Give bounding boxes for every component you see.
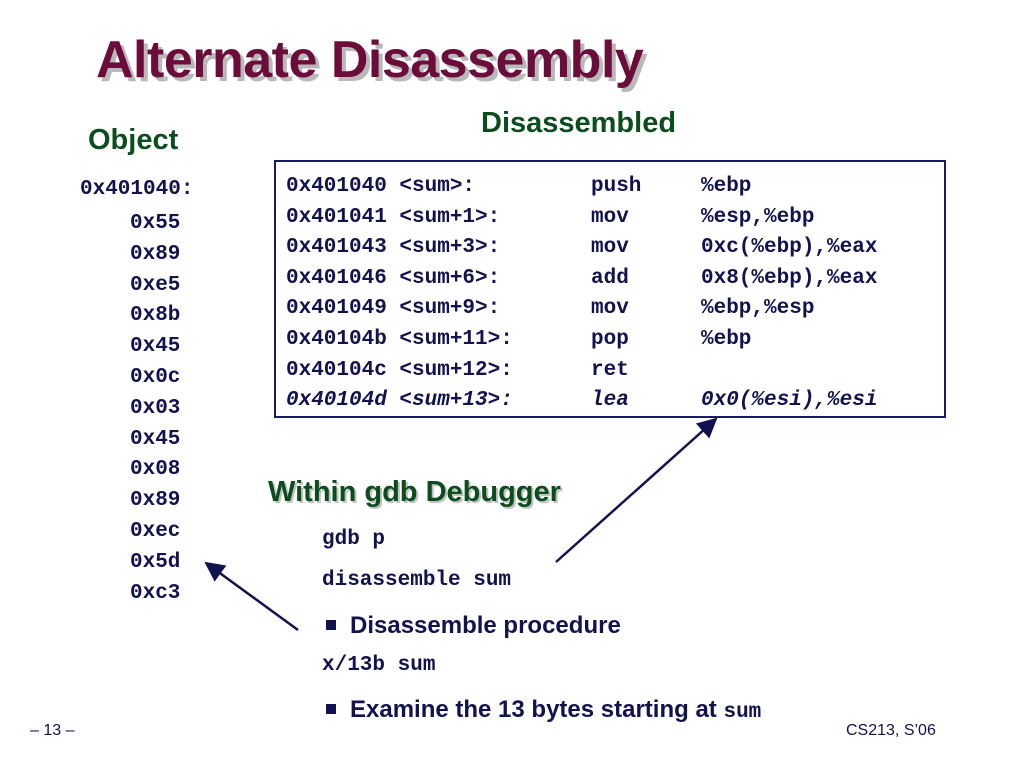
disassembly-opcode: add: [591, 266, 629, 290]
bullet-text: Examine the 13 bytes starting at: [350, 696, 724, 723]
bullet-text: Disassemble procedure: [350, 612, 621, 639]
disassembly-opcode: lea: [591, 389, 629, 413]
bullet-examine-bytes: Examine the 13 bytes starting at sum: [326, 696, 761, 724]
bullet-inline-code: sum: [723, 701, 762, 724]
disassembled-heading: Disassembled: [481, 107, 677, 139]
disassembly-operands: %ebp,%esp: [701, 297, 815, 321]
disassembly-opcode: ret: [591, 358, 629, 382]
object-byte: 0xe5: [130, 273, 181, 297]
object-byte: 0xc3: [130, 581, 181, 605]
object-byte: 0x55: [130, 212, 181, 235]
disassembly-operands: %ebp: [701, 328, 752, 351]
disassembly-address: 0x40104d <sum+13>:: [286, 389, 513, 413]
bullet-square-icon: [326, 703, 336, 714]
disassembly-address: 0x401049 <sum+9>:: [286, 297, 501, 321]
object-byte: 0x45: [130, 427, 181, 451]
object-byte: 0x03: [130, 396, 181, 420]
disassembly-opcode: push: [591, 175, 642, 198]
disassembly-address: 0x401046 <sum+6>:: [286, 266, 501, 290]
object-byte: 0x8b: [130, 304, 181, 328]
page-number: – 13 –: [30, 722, 75, 739]
disassembly-opcode: pop: [591, 328, 629, 351]
disassembly-address: 0x40104c <sum+12>:: [286, 358, 513, 382]
object-byte: 0x0c: [130, 365, 181, 389]
disassembly-operands: %esp,%ebp: [701, 205, 815, 229]
gdb-command-2: disassemble sum: [322, 569, 512, 592]
bullet-disassemble-procedure: Disassemble procedure: [326, 612, 621, 640]
object-byte: 0x08: [130, 458, 181, 482]
slide-title: Alternate Disassembly: [96, 31, 644, 89]
object-heading: Object: [88, 124, 179, 156]
disassembly-operands: 0xc(%ebp),%eax: [701, 236, 878, 260]
object-byte-list: 0x55 0x89 0xe5 0x8b 0x45 0x0c 0x03 0x45 0x08 0x89…: [130, 209, 180, 609]
disassembly-address: 0x401043 <sum+3>:: [286, 236, 501, 260]
gdb-heading: Within gdb Debugger: [268, 476, 561, 508]
disassembly-operands: 0x0(%esi),%esi: [701, 389, 878, 413]
object-byte: 0x89: [130, 242, 181, 266]
disassembly-address: 0x401040 <sum>:: [286, 175, 476, 198]
course-label: CS213, S’06: [846, 722, 936, 739]
disassembly-address: 0x40104b <sum+11>:: [286, 328, 513, 351]
gdb-command-3: x/13b sum: [322, 654, 436, 677]
disassembly-address: 0x401041 <sum+1>:: [286, 205, 501, 229]
disassembly-opcode: mov: [591, 236, 629, 260]
disassembly-opcode: mov: [591, 297, 629, 321]
disassembly-box: 0x401040 <sum>: push %ebp 0x401041 <sum+1>:…: [274, 160, 946, 418]
object-byte: 0x5d: [130, 550, 181, 574]
object-byte: 0xec: [130, 519, 181, 543]
disassembly-operands: %ebp: [701, 175, 752, 198]
bullet-square-icon: [326, 619, 336, 630]
object-address: 0x401040:: [80, 178, 194, 201]
gdb-command-1: gdb p: [322, 528, 386, 551]
disassembly-operands: 0x8(%ebp),%eax: [701, 266, 878, 290]
arrow-to-disassembly: [555, 417, 718, 563]
disassembly-opcode: mov: [591, 205, 629, 229]
object-byte: 0x45: [130, 335, 181, 359]
arrow-to-object-bytes: [204, 561, 299, 632]
object-byte: 0x89: [130, 489, 181, 513]
